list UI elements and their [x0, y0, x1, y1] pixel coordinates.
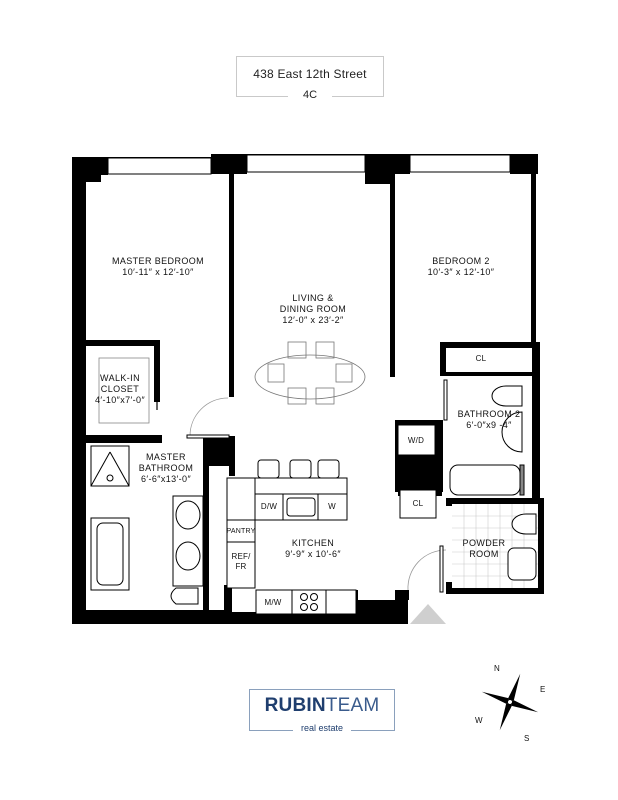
title-divider-left — [236, 96, 288, 97]
logo-bold: RUBIN — [264, 695, 326, 716]
room-name-line2: BATHROOM — [138, 463, 194, 473]
room-name-line1: POWDER — [462, 538, 506, 548]
kitchen-fixtures — [226, 459, 357, 615]
fridge-label-line1: REF/ — [231, 552, 251, 561]
pantry-label: PANTRY — [226, 528, 256, 535]
room-name-line1: LIVING & — [292, 293, 334, 303]
room-name-line2: ROOM — [469, 549, 499, 559]
address-title-box: 438 East 12th Street — [236, 56, 384, 96]
dining-table — [254, 341, 366, 405]
powder-room-fixtures — [507, 513, 537, 581]
logo-divider-right — [351, 730, 395, 731]
rubin-team-logo: RUBINTEAM — [249, 689, 395, 731]
room-label-kitchen: KITCHEN 9′-9″ x 10′-6″ — [285, 538, 341, 560]
closet-hall-label: CL — [412, 499, 424, 508]
room-dims: 9′-9″ x 10′-6″ — [285, 549, 341, 559]
walk-in-closet-shelves — [98, 357, 158, 424]
logo-tagline: real estate — [294, 723, 350, 733]
room-name: MASTER BEDROOM — [111, 256, 205, 266]
room-name-line1: MASTER — [146, 452, 186, 462]
room-label-walk-in-closet: WALK-IN CLOSET 4′-10″x7′-0″ — [95, 373, 145, 406]
door-swings — [189, 397, 447, 591]
compass-east: E — [540, 685, 546, 694]
room-label-master-bedroom: MASTER BEDROOM 10′-11″ x 12′-10″ — [112, 256, 204, 278]
room-name: BATHROOM 2 — [457, 409, 521, 419]
master-bath-fixtures — [90, 445, 204, 605]
wine-fridge-label: W — [328, 502, 336, 511]
room-name-line2: CLOSET — [100, 384, 140, 394]
room-dims: 10′-11″ x 12′-10″ — [122, 267, 194, 277]
entry-marker-icon — [410, 604, 446, 624]
logo-wordmark: RUBINTEAM — [250, 696, 394, 716]
unit-number: 4C — [290, 89, 330, 101]
room-name: KITCHEN — [291, 538, 335, 548]
room-label-bathroom2: BATHROOM 2 6′-0″x9 -4″ — [458, 409, 521, 431]
room-name-line2: DINING ROOM — [279, 304, 347, 314]
room-label-bedroom2: BEDROOM 2 10′-3″ x 12′-10″ — [428, 256, 495, 278]
room-label-living-dining: LIVING & DINING ROOM 12′-0″ x 23′-2″ — [280, 293, 346, 326]
closet-bedroom2-label: CL — [475, 354, 487, 363]
logo-light: TEAM — [325, 695, 380, 716]
address-text: 438 East 12th Street — [253, 67, 367, 81]
bathroom2-fixtures — [397, 385, 525, 519]
room-dims: 4′-10″x7′-0″ — [94, 395, 146, 405]
room-dims: 6′-6″x13′-0″ — [140, 474, 192, 484]
door-leaves — [186, 379, 448, 593]
compass-rose-icon — [481, 673, 539, 731]
room-dims: 6′-0″x9 -4″ — [466, 420, 512, 430]
room-name-line1: WALK-IN — [100, 373, 140, 383]
windows — [107, 154, 511, 175]
compass-north: N — [494, 664, 500, 673]
logo-divider-left — [249, 730, 293, 731]
room-name: BEDROOM 2 — [432, 256, 490, 266]
room-dims: 12′-0″ x 23′-2″ — [282, 315, 344, 325]
washer-dryer-label: W/D — [407, 436, 425, 445]
powder-room-tiles — [452, 504, 538, 588]
room-label-powder-room: POWDER ROOM — [463, 538, 506, 560]
compass-south: S — [524, 734, 530, 743]
fridge-label-line2: FR — [235, 562, 247, 571]
title-divider-right — [332, 96, 384, 97]
room-label-master-bathroom: MASTER BATHROOM 6′-6″x13′-0″ — [139, 452, 194, 485]
room-dims: 10′-3″ x 12′-10″ — [427, 267, 495, 277]
microwave-label: M/W — [264, 598, 282, 607]
compass-west: W — [475, 716, 483, 725]
dishwasher-label: D/W — [260, 502, 278, 511]
fridge-label: REF/ FR — [231, 552, 250, 572]
